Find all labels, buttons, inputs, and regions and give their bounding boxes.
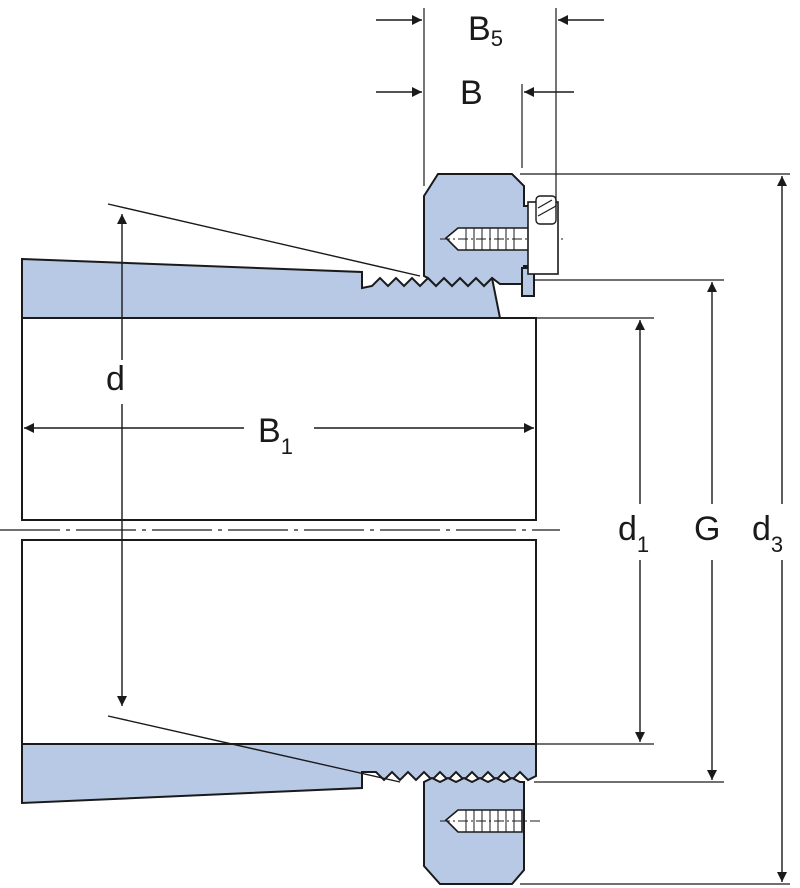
- label-b: B: [460, 74, 483, 112]
- extension-lines: [423, 8, 790, 885]
- upper-locking-screw: [440, 195, 566, 275]
- upper-taper-line: [107, 203, 421, 277]
- label-d3: d3: [752, 510, 783, 557]
- lower-locking-screw: [440, 809, 540, 833]
- dimension-lines: [24, 15, 787, 882]
- label-b1: B1: [258, 412, 293, 459]
- label-d: d: [106, 360, 125, 398]
- lower-sleeve-bore: [21, 539, 537, 745]
- lower-taper-line: [107, 715, 401, 783]
- upper-sleeve-bore: [21, 317, 537, 521]
- label-g: G: [694, 510, 720, 548]
- label-b5: B5: [468, 10, 503, 51]
- label-d1: d1: [618, 510, 649, 557]
